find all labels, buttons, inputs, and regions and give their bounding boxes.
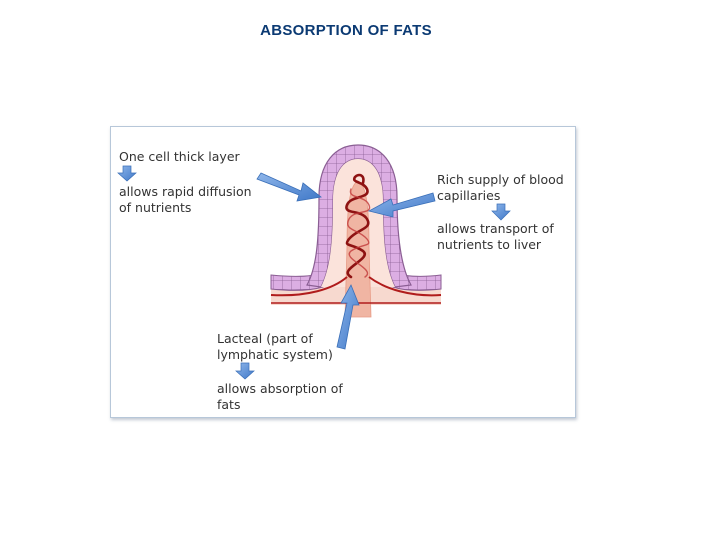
villus-diagram: One cell thick layer allows rapid diffus…: [110, 126, 576, 418]
label-line: capillaries: [437, 188, 501, 203]
label-line: allows rapid diffusion: [119, 184, 252, 199]
label-capillaries-heading: Rich supply of blood capillaries: [437, 172, 564, 204]
arrow-capillaries-icon: [367, 192, 436, 218]
capillary-base-upper-right: [368, 276, 442, 297]
page-title: ABSORPTION OF FATS: [260, 22, 432, 39]
arrow-one-cell-icon: [256, 172, 322, 202]
capillary-spiral: [345, 173, 370, 279]
label-line: fats: [217, 397, 241, 412]
capillary-spiral-back: [347, 188, 371, 278]
label-line: allows transport of: [437, 221, 554, 236]
label-line: Rich supply of blood: [437, 172, 564, 187]
arrow-down-lacteal-icon: [235, 362, 255, 380]
label-lacteal-detail: allows absorption of fats: [217, 381, 343, 413]
arrow-down-capillaries-icon: [491, 203, 511, 221]
label-line: allows absorption of: [217, 381, 343, 396]
label-line: One cell thick layer: [119, 149, 240, 164]
arrow-lacteal-icon: [336, 284, 360, 350]
capillary-base-upper: [270, 276, 348, 297]
label-line: Lacteal (part of: [217, 331, 313, 346]
villus-illustration: [117, 144, 511, 380]
label-lacteal-heading: Lacteal (part of lymphatic system): [217, 331, 333, 363]
label-line: of nutrients: [119, 200, 192, 215]
label-capillaries-detail: allows transport of nutrients to liver: [437, 221, 554, 253]
label-one-cell-heading: One cell thick layer: [119, 149, 240, 165]
label-one-cell-detail: allows rapid diffusion of nutrients: [119, 184, 252, 216]
arrow-down-one-cell-icon: [117, 165, 137, 182]
label-line: nutrients to liver: [437, 237, 542, 252]
label-line: lymphatic system): [217, 347, 333, 362]
